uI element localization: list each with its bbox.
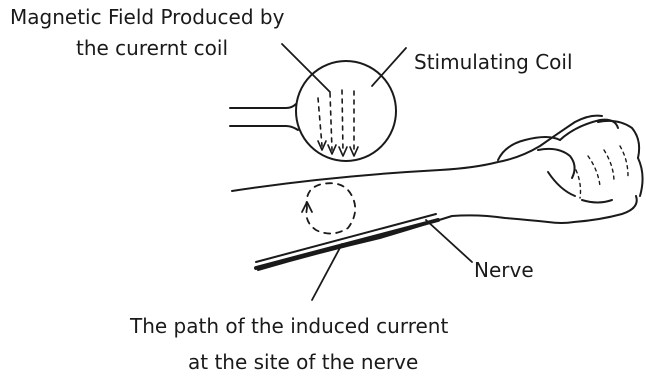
induced-current-label-line2: at the site of the nerve	[188, 350, 418, 374]
magnetic-field-arrowheads	[318, 141, 358, 156]
leader-nerve	[426, 220, 472, 262]
induced-current-label-line1: The path of the induced current	[130, 314, 448, 338]
leader-lines	[282, 44, 472, 300]
leader-field	[282, 44, 330, 92]
finger-creases	[576, 146, 628, 198]
hand	[498, 120, 643, 222]
nerve	[256, 214, 438, 268]
magnetic-field-label-line1: Magnetic Field Produced by	[10, 5, 284, 29]
coil-handle-top	[230, 104, 296, 108]
nerve-label: Nerve	[474, 258, 534, 282]
stimulating-coil-label: Stimulating Coil	[414, 50, 573, 74]
arm	[232, 116, 602, 270]
magnetic-field-label-line2: the curernt coil	[76, 36, 228, 60]
induced-current-loop	[302, 183, 355, 233]
coil-handle-bottom	[230, 126, 298, 130]
leader-coil	[372, 48, 406, 86]
magnetic-field-lines	[318, 90, 354, 152]
